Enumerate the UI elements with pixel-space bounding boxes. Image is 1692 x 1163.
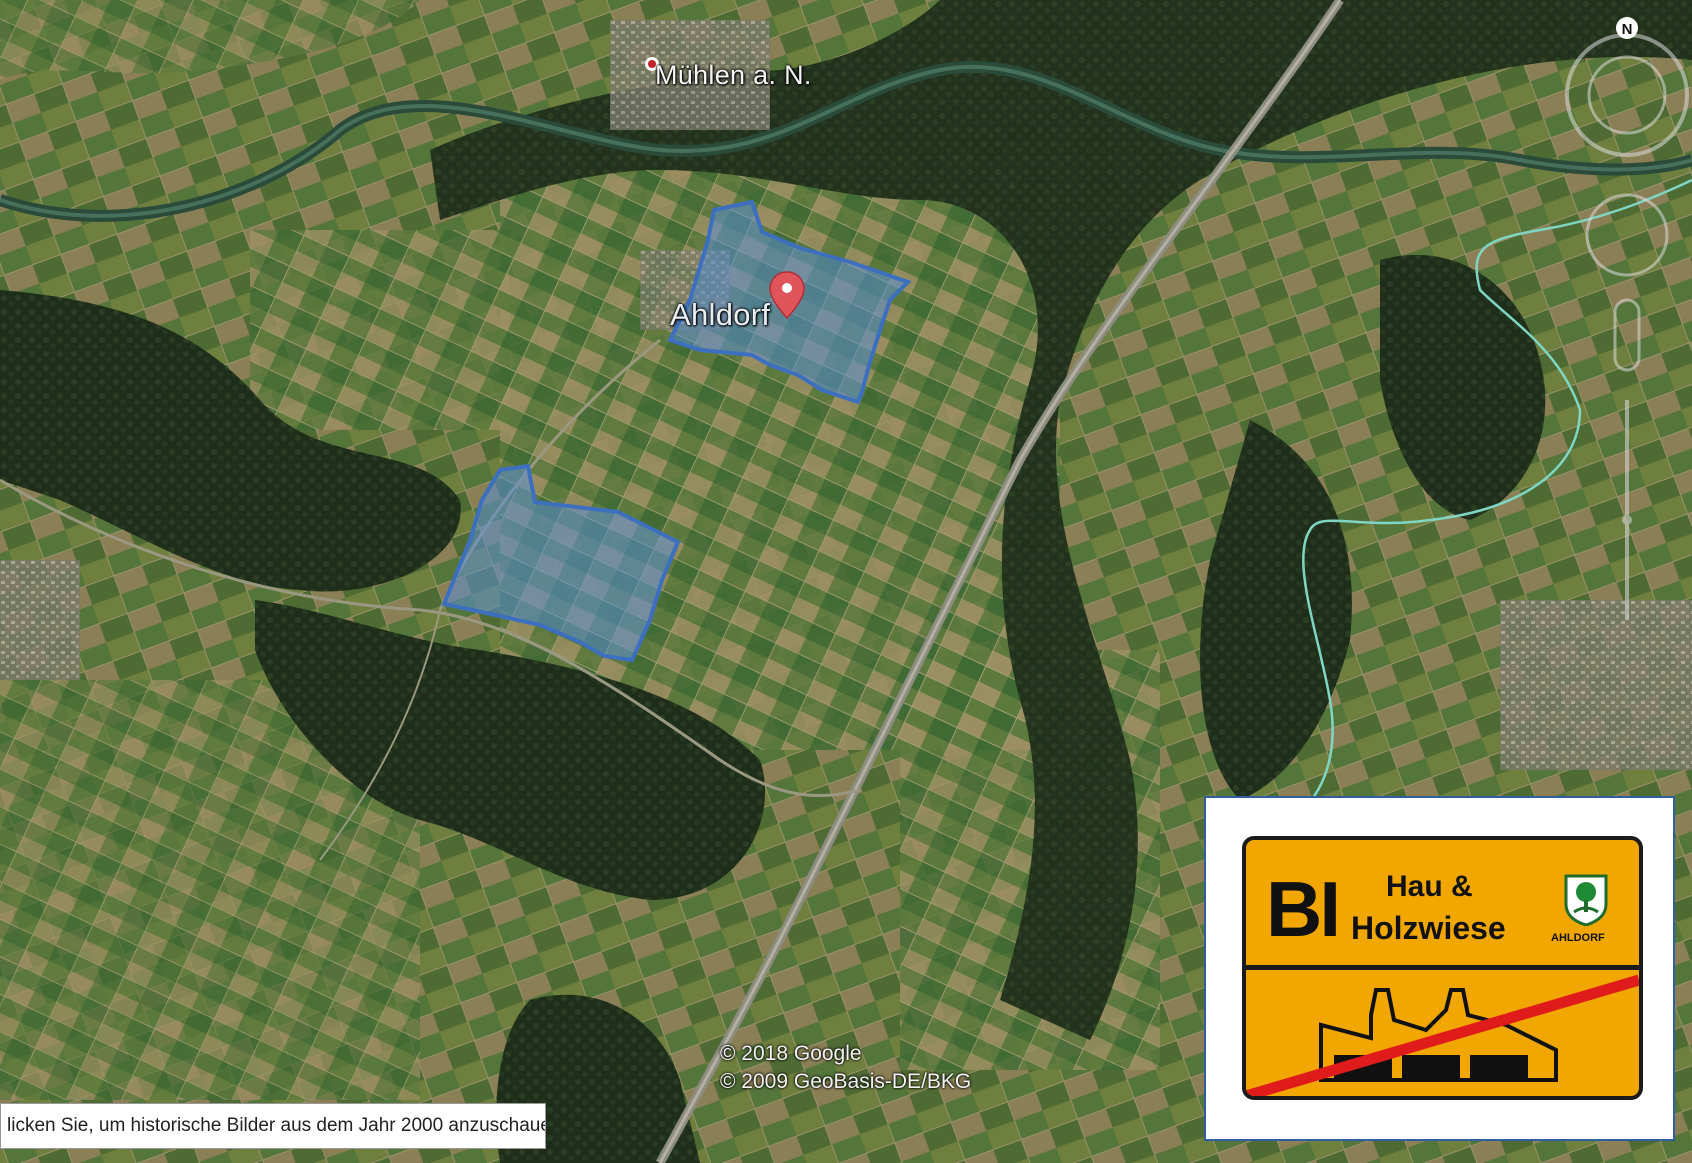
town-sign-logo: BI Hau & Holzwiese AHLDORF: [1242, 836, 1643, 1100]
attribution-line-geobasis: © 2009 GeoBasis-DE/BKG: [720, 1070, 972, 1093]
crest-caption: AHLDORF: [1551, 932, 1605, 944]
compass-north-icon[interactable]: [1616, 17, 1638, 39]
logo-bi-text: BI: [1266, 865, 1341, 953]
logo-line-1: Hau &: [1386, 870, 1473, 903]
historical-imagery-notice[interactable]: licken Sie, um historische Bilder aus de…: [0, 1103, 546, 1149]
muehlen-marker-icon[interactable]: [645, 57, 659, 71]
hau-holzwiese-polygon[interactable]: [441, 463, 681, 663]
attribution-line-google: © 2018 Google: [720, 1042, 862, 1065]
sign-divider: [1246, 965, 1639, 970]
bi-logo-box: BI Hau & Holzwiese AHLDORF: [1204, 796, 1675, 1141]
logo-line-2: Holzwiese: [1351, 910, 1506, 946]
place-label-muehlen[interactable]: Mühlen a. N.: [655, 60, 812, 90]
place-label-ahldorf[interactable]: Ahldorf: [670, 297, 771, 332]
ahldorf-marker-icon[interactable]: [769, 271, 805, 320]
ahldorf-crest-icon: [1564, 874, 1608, 926]
factory-icon: [1246, 974, 1639, 1096]
compass-north-label: N: [1622, 21, 1633, 38]
map-attribution: © 2018 Google © 2009 GeoBasis-DE/BKG: [720, 1040, 971, 1096]
